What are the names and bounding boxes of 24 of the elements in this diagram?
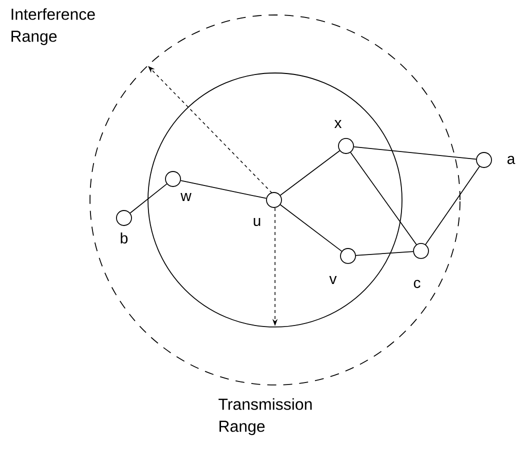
node-circle — [116, 210, 132, 226]
link-line — [353, 146, 477, 160]
link-line — [350, 152, 417, 245]
node-label: x — [334, 120, 342, 128]
link-line — [280, 204, 342, 252]
node-circle — [340, 248, 356, 264]
node-circle — [476, 152, 492, 168]
node-label: b — [120, 232, 128, 244]
link-line — [355, 251, 414, 256]
range-label: Transmission Range — [218, 398, 312, 436]
node-circle — [413, 243, 429, 259]
node-circle — [165, 171, 181, 187]
link-line — [425, 166, 480, 245]
link-line — [180, 180, 267, 199]
node-label: w — [180, 193, 192, 201]
node-circle — [338, 138, 354, 154]
node-label: c — [414, 280, 420, 288]
node-circle — [266, 192, 282, 208]
node-label: u — [254, 218, 260, 226]
range-label: Interference Range — [12, 8, 95, 46]
link-line — [130, 183, 168, 214]
node-label: a — [507, 156, 516, 164]
node-label: v — [329, 276, 337, 284]
link-line — [280, 150, 340, 196]
